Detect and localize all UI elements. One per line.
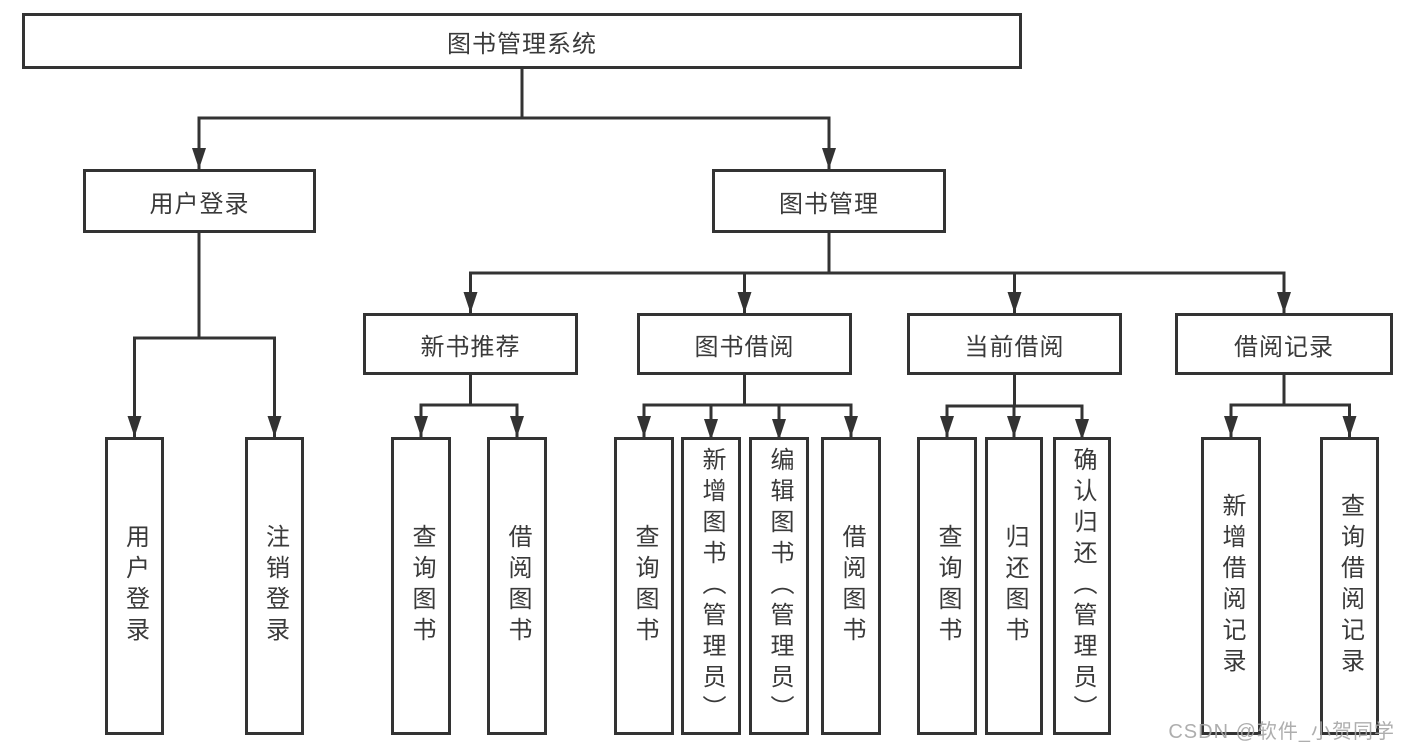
leaf-query-books-recommendation-label: 查询图书	[408, 524, 435, 648]
node-new-book-recommendation: 新书推荐	[363, 313, 578, 375]
leaf-borrow-books: 借阅图书	[821, 437, 881, 735]
leaf-return-books: 归还图书	[985, 437, 1043, 735]
leaf-query-books-borrowing: 查询图书	[614, 437, 674, 735]
leaf-logout-label: 注销登录	[261, 524, 289, 648]
node-current-borrowing-label: 当前借阅	[964, 333, 1065, 361]
leaf-query-books-borrowing-label: 查询图书	[631, 524, 658, 648]
leaf-user-login-label: 用户登录	[121, 524, 149, 648]
leaf-return-books-label: 归还图书	[1001, 524, 1028, 648]
node-user-login: 用户登录	[83, 169, 316, 233]
leaf-borrow-books-label: 借阅图书	[838, 524, 865, 648]
node-root-label: 图书管理系统	[447, 30, 597, 58]
leaf-edit-books-admin-label: 编辑图书（管理员）	[766, 446, 793, 726]
leaf-edit-books-admin: 编辑图书（管理员）	[749, 437, 809, 735]
node-book-borrowing-label: 图书借阅	[694, 333, 795, 361]
leaf-borrow-books-recommendation-label: 借阅图书	[504, 524, 531, 648]
leaf-borrow-books-recommendation: 借阅图书	[487, 437, 547, 735]
leaf-query-borrow-record: 查询借阅记录	[1320, 437, 1379, 735]
node-book-management: 图书管理	[712, 169, 946, 233]
leaf-query-books-recommendation: 查询图书	[391, 437, 451, 735]
leaf-logout: 注销登录	[245, 437, 304, 735]
csdn-watermark: CSDN @软件_小贺同学	[1168, 721, 1395, 743]
leaf-query-borrow-record-label: 查询借阅记录	[1336, 493, 1364, 679]
leaf-add-borrow-record: 新增借阅记录	[1201, 437, 1261, 735]
node-book-management-label: 图书管理	[779, 190, 879, 218]
leaf-query-books-current: 查询图书	[917, 437, 977, 735]
leaf-add-books-admin-label: 新增图书（管理员）	[698, 446, 725, 726]
leaf-add-borrow-record-label: 新增借阅记录	[1218, 493, 1245, 679]
node-book-borrowing: 图书借阅	[637, 313, 852, 375]
node-current-borrowing: 当前借阅	[907, 313, 1122, 375]
leaf-add-books-admin: 新增图书（管理员）	[681, 437, 741, 735]
leaf-confirm-return-admin: 确认归还（管理员）	[1053, 437, 1111, 735]
node-borrowing-records-label: 借阅记录	[1234, 333, 1334, 361]
leaf-confirm-return-admin-label: 确认归还（管理员）	[1069, 446, 1096, 726]
node-borrowing-records: 借阅记录	[1175, 313, 1393, 375]
leaf-query-books-current-label: 查询图书	[934, 524, 961, 648]
node-user-login-label: 用户登录	[149, 190, 250, 218]
node-new-book-recommendation-label: 新书推荐	[420, 333, 521, 361]
leaf-user-login: 用户登录	[105, 437, 164, 735]
node-root-library-system: 图书管理系统	[22, 13, 1022, 69]
